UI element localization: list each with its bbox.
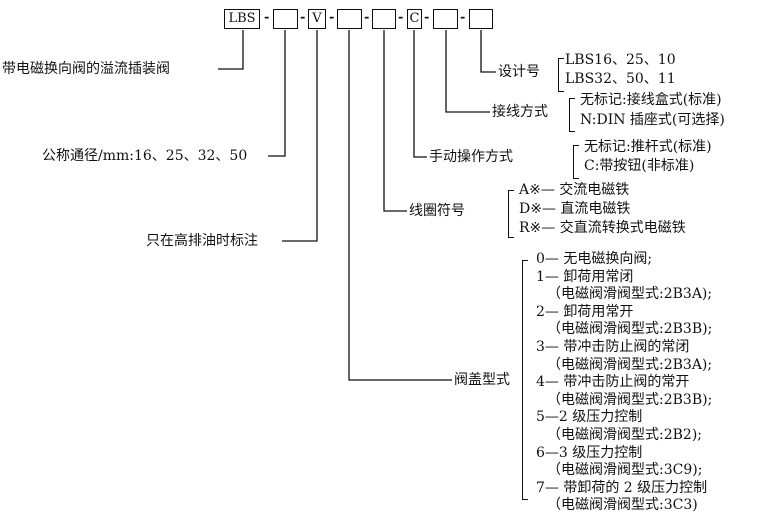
separator: - <box>264 10 270 25</box>
code-box-v: V <box>308 9 326 29</box>
cover-option: （电磁阀滑阀型式:2B2); <box>547 427 702 443</box>
separator: - <box>364 10 370 25</box>
cover-option: （电磁阀滑阀型式:2B3B); <box>547 321 713 338</box>
label-cover-type: 阀盖型式 <box>454 372 510 388</box>
coil-option: R※— 交直流转换式电磁铁 <box>519 220 686 236</box>
manual-option: 无标记:推杆式(标准) <box>584 139 712 155</box>
cover-option: （电磁阀滑阀型式:2B3B); <box>547 391 713 408</box>
code-box-series: LBS <box>224 9 260 29</box>
cover-option: （电磁阀滑阀型式:3C9); <box>547 462 703 479</box>
separator: - <box>424 10 430 25</box>
code-box-coil <box>372 9 396 29</box>
coil-option: A※— 交流电磁铁 <box>519 182 630 198</box>
cover-option: 6—3 级压力控制 <box>536 444 643 461</box>
label-high-drain: 只在高排油时标注 <box>146 233 258 249</box>
bracket <box>569 98 575 132</box>
separator: - <box>398 10 404 25</box>
design-option: LBS16、25、10 <box>565 52 676 68</box>
label-design: 设计号 <box>498 64 540 80</box>
separator: - <box>460 10 466 25</box>
code-box-c: C <box>407 9 422 29</box>
cover-option: 7— 带卸荷的 2 级压力控制 <box>536 479 708 496</box>
label-manual: 手动操作方式 <box>429 149 513 165</box>
label-wiring: 接线方式 <box>492 104 548 120</box>
code-box-cover <box>337 9 362 29</box>
bracket <box>558 58 564 92</box>
cover-option: 3— 带冲击防止阀的常闭 <box>536 339 690 355</box>
cover-option: 0— 无电磁换向阀; <box>536 251 653 267</box>
cover-option: 4— 带冲击防止阀的常开 <box>536 374 690 391</box>
label-nominal-size: 公称通径/mm:16、25、32、50 <box>42 148 248 164</box>
separator: - <box>329 10 335 25</box>
manual-option: C:带按钮(非标准) <box>584 158 695 174</box>
cover-option: 1— 卸荷用常闭 <box>536 268 634 285</box>
wiring-option: N:DIN 插座式(可选择) <box>580 112 725 128</box>
separator: - <box>300 10 306 25</box>
bracket <box>522 260 528 500</box>
code-box-size <box>273 9 298 29</box>
bracket <box>508 190 514 238</box>
code-box-wiring <box>433 9 458 29</box>
label-product: 带电磁换向阀的溢流插装阀 <box>2 61 170 77</box>
cover-option: （电磁阀滑阀型式:2B3A); <box>547 356 713 373</box>
cover-option: 5—2 级压力控制 <box>536 409 643 426</box>
wiring-option: 无标记:接线盒式(标准) <box>580 92 722 108</box>
label-coil: 线圈符号 <box>409 203 465 219</box>
cover-option: 2— 卸荷用常开 <box>536 303 634 320</box>
code-box-design <box>469 9 493 29</box>
cover-option: （电磁阀滑阀型式:2B3A); <box>547 286 713 303</box>
coil-option: D※— 直流电磁铁 <box>519 201 631 217</box>
bracket <box>573 145 579 179</box>
design-option: LBS32、50、11 <box>565 71 676 87</box>
cover-option: （电磁阀滑阀型式:3C3) <box>547 497 698 513</box>
